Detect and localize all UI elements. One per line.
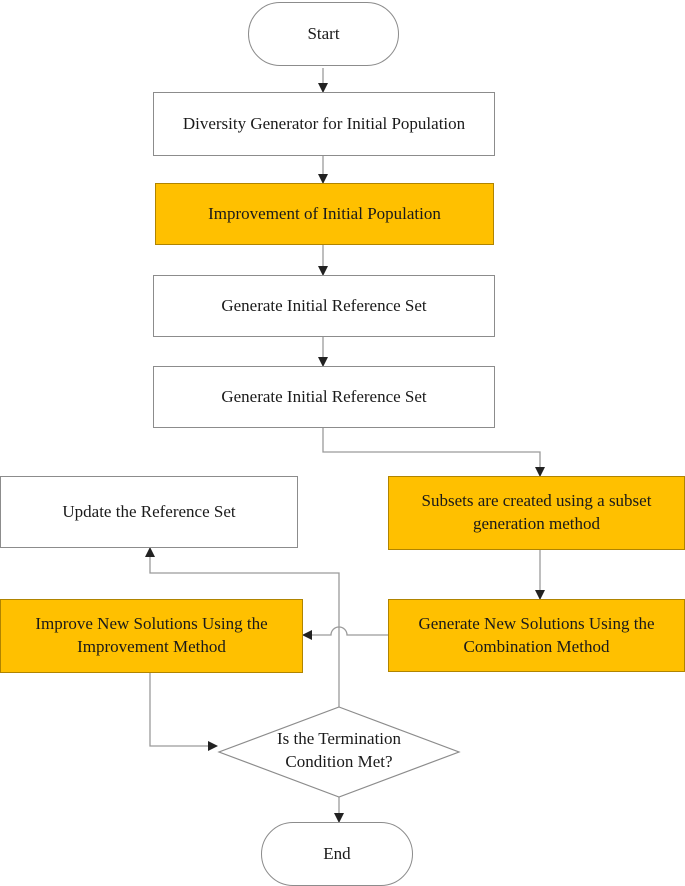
end-terminal: End — [261, 822, 413, 886]
improvement-initial-box: Improvement of Initial Population — [155, 183, 494, 245]
termination-decision-text-box: Is the Termination Condition Met? — [254, 722, 424, 780]
update-reference-set-box: Update the Reference Set — [0, 476, 298, 548]
generate-reference-set-box-2: Generate Initial Reference Set — [153, 366, 495, 428]
update-reference-set-label: Update the Reference Set — [62, 501, 236, 521]
arrow-termination-to-update — [145, 547, 340, 707]
arrow-refset2-to-subsets — [322, 428, 545, 477]
improvement-initial-label: Improvement of Initial Population — [208, 203, 441, 223]
start-label: Start — [307, 23, 340, 43]
generate-new-solutions-box: Generate New Solutions Using the Combina… — [388, 599, 685, 672]
end-label: End — [323, 843, 351, 863]
arrow-generate-new-to-improve-new — [302, 626, 388, 640]
subsets-created-box: Subsets are created using a subset gener… — [388, 476, 685, 550]
diversity-generator-label: Diversity Generator for Initial Populati… — [182, 113, 466, 133]
improve-new-solutions-label: Improve New Solutions Using the Improvem… — [35, 614, 268, 656]
generate-reference-set-label-1: Generate Initial Reference Set — [221, 295, 427, 315]
improve-new-solutions-box: Improve New Solutions Using the Improvem… — [0, 599, 303, 673]
subsets-created-label: Subsets are created using a subset gener… — [421, 491, 652, 533]
start-terminal: Start — [248, 2, 399, 66]
generate-reference-set-label-2: Generate Initial Reference Set — [221, 386, 427, 406]
generate-new-solutions-label: Generate New Solutions Using the Combina… — [418, 613, 655, 656]
diversity-generator-box: Diversity Generator for Initial Populati… — [153, 92, 495, 156]
generate-reference-set-box-1: Generate Initial Reference Set — [153, 275, 495, 337]
arrow-improve-new-to-termination — [149, 673, 218, 751]
termination-decision-label: Is the Termination Condition Met? — [276, 729, 402, 771]
